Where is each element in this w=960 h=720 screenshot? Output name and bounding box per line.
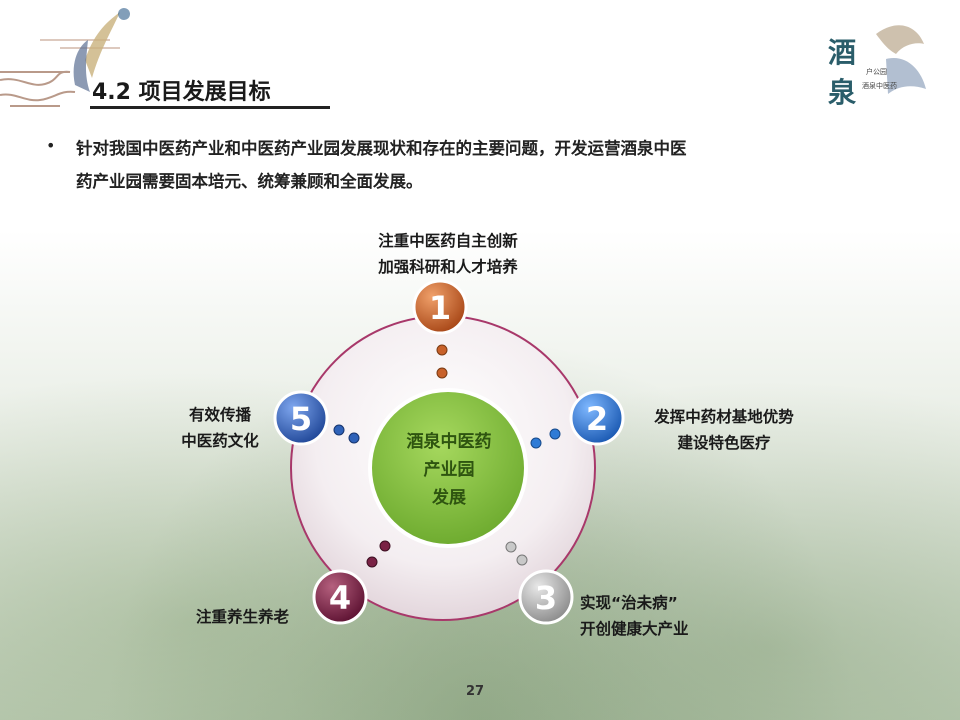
jiuquan-logo-icon: 酒 泉 户公园 酒泉中医药 <box>828 25 926 109</box>
connector-dot-4a <box>379 540 391 552</box>
connector-dot-5a <box>333 424 345 436</box>
svg-text:酒泉中医药: 酒泉中医药 <box>862 81 897 90</box>
node-5-caption-line-2: 中医药文化 <box>181 432 259 450</box>
connector-dot-3a <box>505 541 517 553</box>
node-3-number: 3 <box>535 579 557 617</box>
node-5: 5 <box>273 390 329 446</box>
intro-line-2: 药产业园需要固本培元、统筹兼顾和全面发展。 <box>76 172 423 191</box>
connector-dot-2b <box>530 437 542 449</box>
svg-text:户公园: 户公园 <box>866 67 887 76</box>
bullet-marker: • <box>46 136 56 155</box>
connector-dot-5b <box>348 432 360 444</box>
intro-line-1: 针对我国中医药产业和中医药产业园发展现状和存在的主要问题，开发运营酒泉中医 <box>76 139 687 158</box>
node-1-caption-line-2: 加强科研和人才培养 <box>378 258 518 276</box>
center-circle <box>368 388 528 548</box>
node-3-caption: 实现“治未病” 开创健康大产业 <box>580 590 720 642</box>
decorative-cloud-icon <box>0 8 130 107</box>
connector-dot-4b <box>366 556 378 568</box>
node-3-caption-line-2: 开创健康大产业 <box>580 620 689 638</box>
connector-dot-2a <box>549 428 561 440</box>
center-label: 酒泉中医药 产业园 发展 <box>378 428 520 512</box>
center-label-line-2: 产业园 <box>423 460 475 480</box>
node-4: 4 <box>312 569 368 625</box>
page-title: 4.2 项目发展目标 <box>92 80 271 105</box>
connector-dot-1b <box>436 367 448 379</box>
connector-dot-1a <box>436 344 448 356</box>
node-2-caption-line-2: 建设特色医疗 <box>677 434 771 452</box>
center-label-line-3: 发展 <box>432 488 466 508</box>
node-5-number: 5 <box>290 400 312 438</box>
node-2: 2 <box>569 390 625 446</box>
node-4-number: 4 <box>329 579 351 617</box>
intro-paragraph: 针对我国中医药产业和中医药产业园发展现状和存在的主要问题，开发运营酒泉中医 药产… <box>76 132 896 198</box>
node-5-caption: 有效传播 中医药文化 <box>160 402 280 454</box>
node-4-caption-line-1: 注重养生养老 <box>196 608 290 626</box>
title-underline <box>90 72 330 109</box>
page-number: 27 <box>466 684 485 699</box>
node-1: 1 <box>412 279 468 335</box>
node-3-caption-line-1: 实现“治未病” <box>580 594 678 612</box>
node-1-caption-line-1: 注重中医药自主创新 <box>378 232 518 250</box>
node-1-number: 1 <box>429 289 451 327</box>
node-1-caption: 注重中医药自主创新 加强科研和人才培养 <box>358 228 538 280</box>
node-5-caption-line-1: 有效传播 <box>188 406 251 424</box>
center-label-line-1: 酒泉中医药 <box>406 432 492 452</box>
node-2-caption-line-1: 发挥中药材基地优势 <box>654 408 794 426</box>
node-2-caption: 发挥中药材基地优势 建设特色医疗 <box>636 404 812 456</box>
svg-text:酒: 酒 <box>828 36 856 69</box>
node-4-caption: 注重养生养老 <box>196 604 316 630</box>
svg-text:泉: 泉 <box>828 76 857 109</box>
node-3: 3 <box>518 569 574 625</box>
node-2-number: 2 <box>586 400 608 438</box>
connector-dot-3b <box>516 554 528 566</box>
